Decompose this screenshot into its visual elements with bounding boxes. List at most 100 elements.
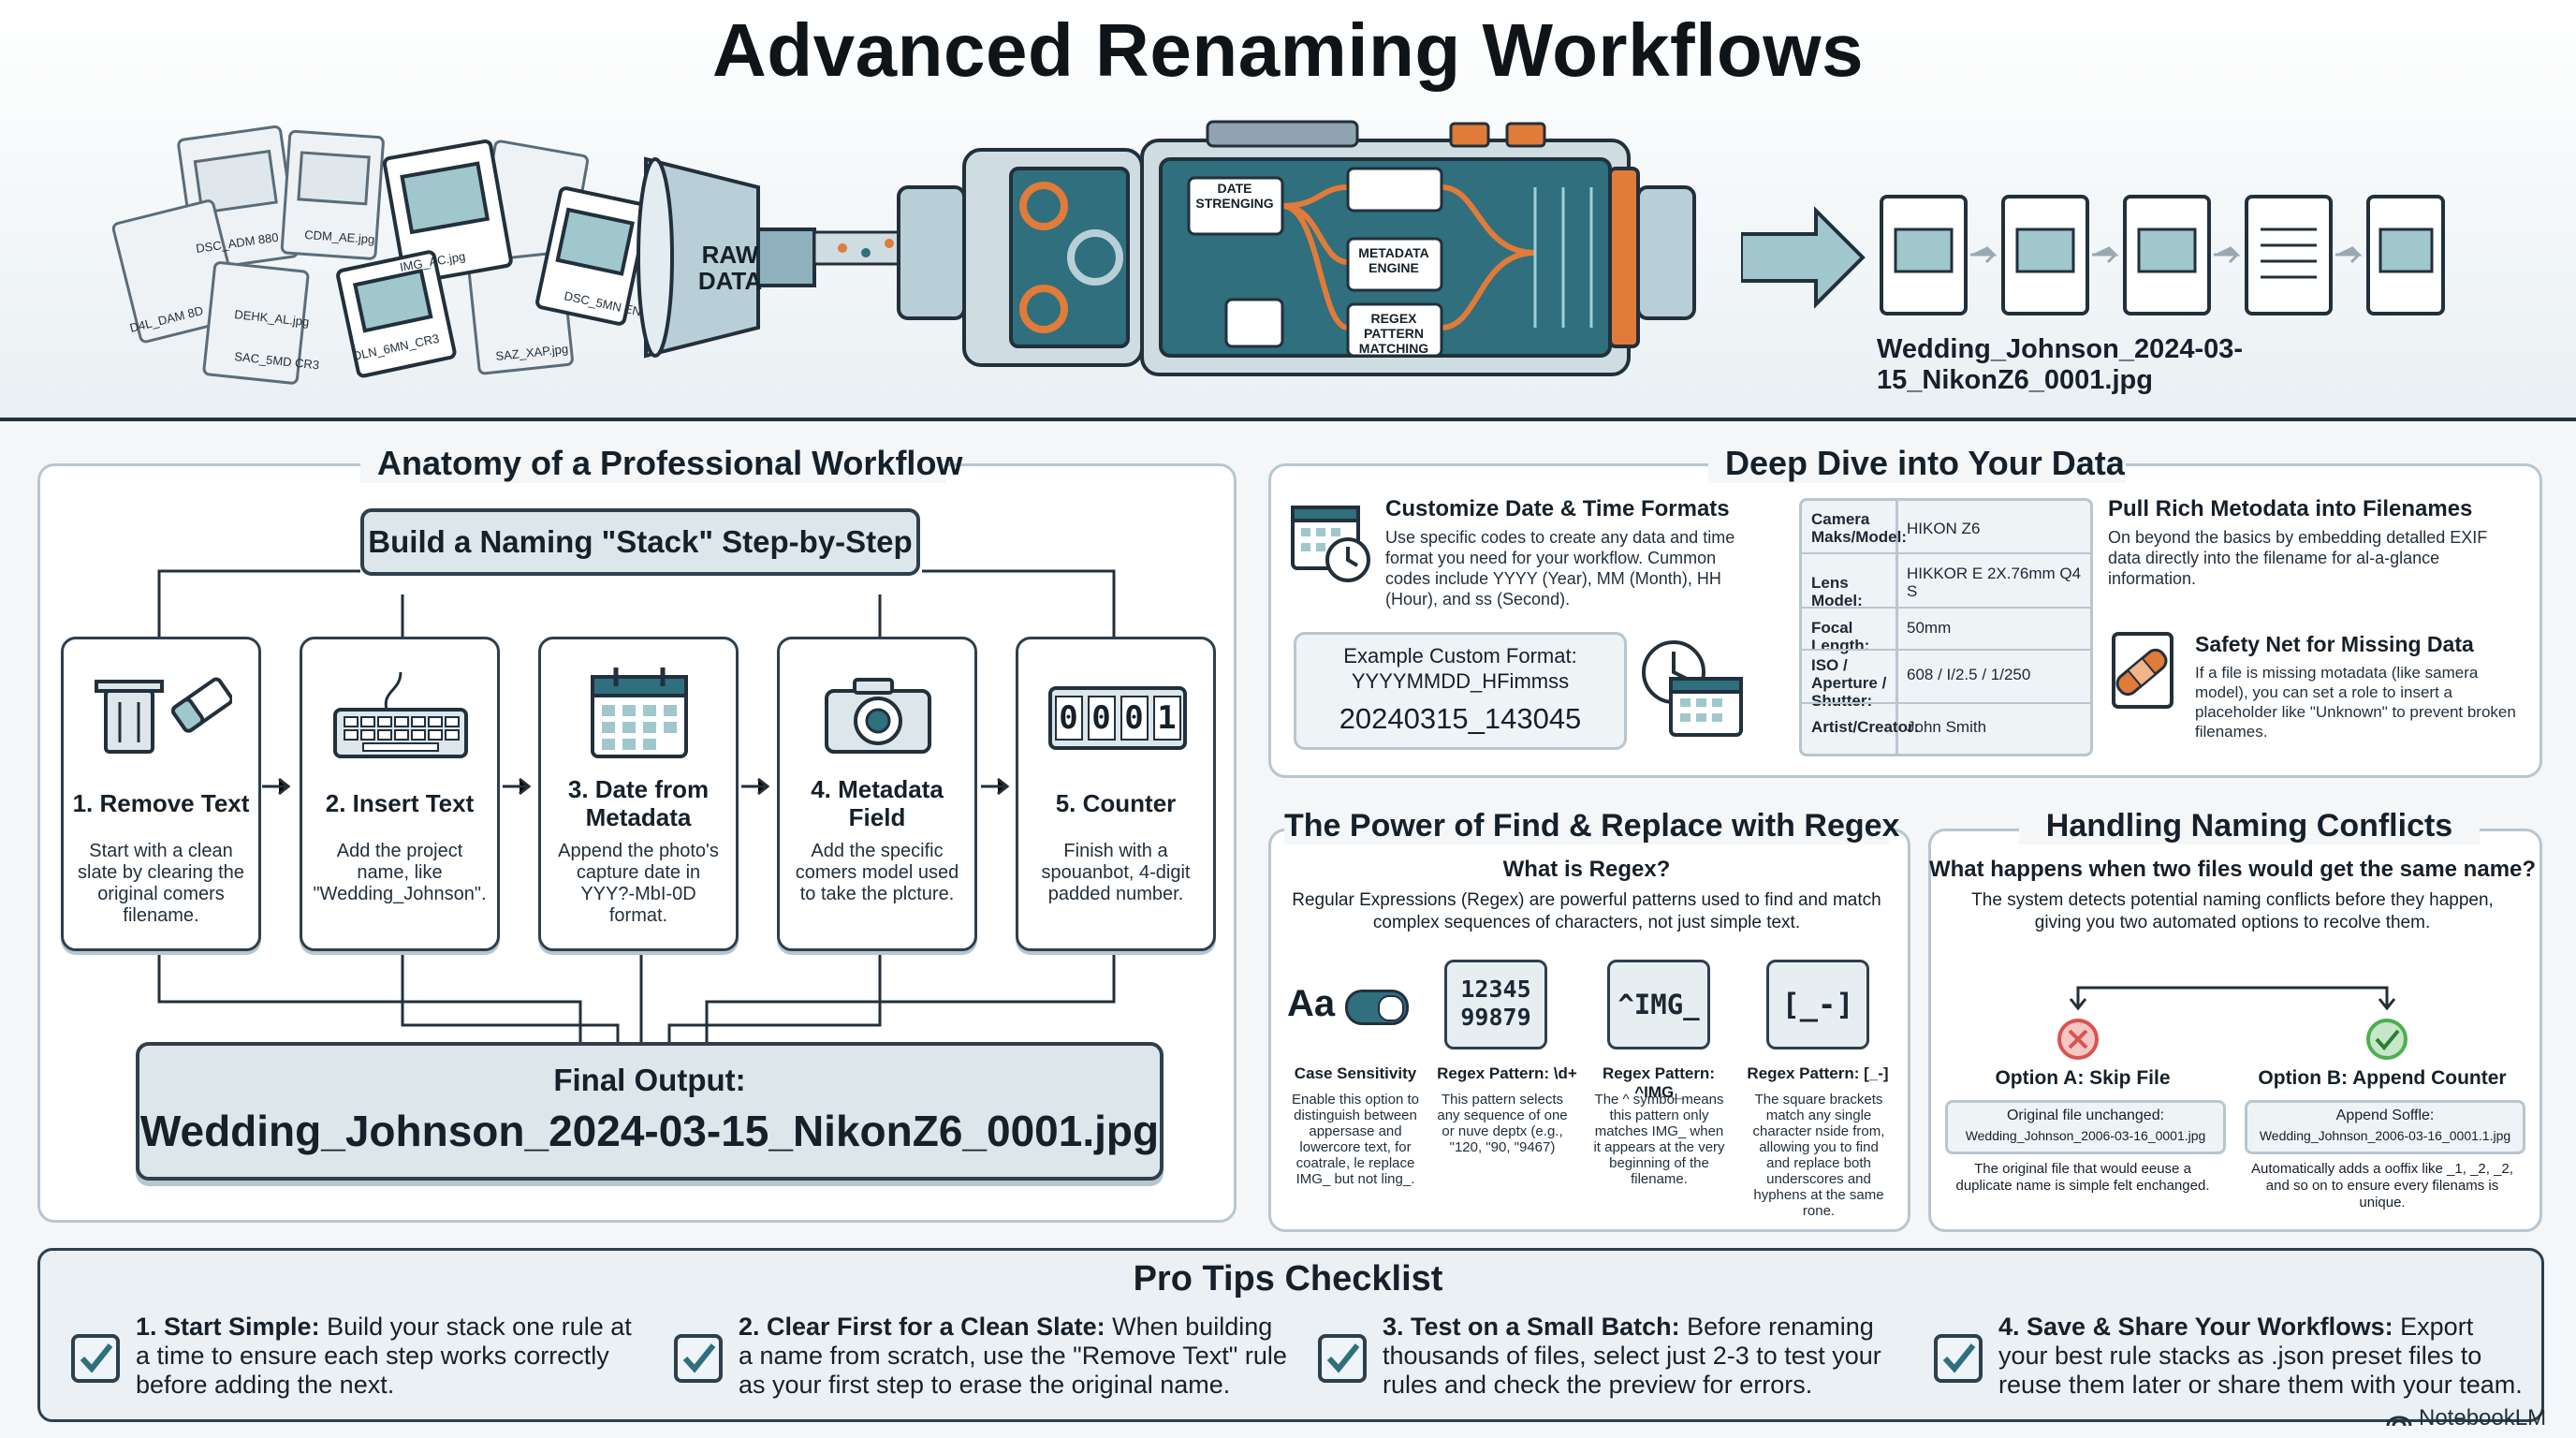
bandaged-file-icon [2112, 632, 2174, 709]
option-a-box: Original file unchanged: Wedding_Johnson… [1945, 1100, 2226, 1154]
calendar-clock-icon [1291, 506, 1370, 582]
example-format-box: Example Custom Format: YYYYMMDD_HFimmss … [1294, 632, 1627, 750]
final-output-box: Final Output: Wedding_Johnson_2024-03-15… [136, 1042, 1164, 1181]
tip-item: 4. Save & Share Your Workflows: Export y… [1998, 1313, 2523, 1399]
step-title: 2. Insert Text [325, 789, 475, 817]
tip-item: 2. Clear First for a Clean Slate: When b… [739, 1313, 1287, 1399]
tip-item: 3. Test on a Small Batch: Before renamin… [1383, 1313, 1881, 1399]
counter-digit: 0 [1120, 696, 1149, 741]
regex-intro: Regular Expressions (Regex) are powerful… [1292, 890, 1881, 932]
metadata-key: Lens Model: [1811, 574, 1863, 609]
workflow-connectors [157, 569, 1116, 1044]
checkbox-icon [71, 1334, 120, 1383]
conflict-branch-arrows [2057, 986, 2408, 1060]
metadata-value: HIKKOR E 2X.76mm Q4 S [1907, 565, 2082, 600]
option-b-box-label: Append Soffle: [2335, 1108, 2435, 1123]
metadata-value: John Smith [1907, 718, 1987, 736]
safety-net-title: Safety Net for Missing Data [2195, 632, 2474, 656]
metadata-key: Artist/Creator: [1811, 718, 1920, 736]
option-b-title: Option B: Append Counter [2258, 1067, 2507, 1089]
date-formats-title: Customize Date & Time Formats [1385, 496, 1730, 521]
funnel-icon [637, 156, 816, 359]
step-title: 5. Counter [1055, 789, 1177, 817]
regex-item-label: Case Sensitivity [1294, 1064, 1417, 1082]
option-a-desc: The original file that would eeuse a dup… [1955, 1161, 2210, 1194]
option-a-box-value: Wedding_Johnson_2006-03-16_0001.jpg [1965, 1128, 2206, 1143]
option-a-title: Option A: Skip File [1995, 1067, 2171, 1089]
regex-item-desc: The ^ symbol means this pattern only mat… [1593, 1092, 1725, 1187]
conflicts-intro: The system detects potential naming conf… [1971, 890, 2494, 932]
example-format-label: Example Custom Format: [1343, 644, 1577, 668]
conflicts-panel [1928, 829, 2542, 1232]
example-format-code: YYYYMMDD_HFimmss [1351, 669, 1570, 693]
metadata-key: Camera Maks/Model: [1811, 510, 1908, 546]
step-desc: Finish with a spouanbot, 4-digit padded … [1041, 841, 1191, 904]
machine-label-metadata: METADATA ENGINE [1358, 245, 1429, 275]
step-title: 3. Date from Metadata [567, 775, 710, 831]
metadata-value: 50mm [1907, 619, 1952, 637]
final-output-value: Wedding_Johnson_2024-03-15_NikonZ6_0001.… [139, 1107, 1160, 1155]
calendar-icon [591, 668, 688, 758]
data-dive-section-title: Deep Dive into Your Data [1708, 444, 2126, 483]
machine-label-date: DATE STRENGING [1195, 181, 1274, 211]
checkbox-icon [674, 1334, 723, 1383]
counter-icon: 0 0 0 1 [1048, 686, 1187, 750]
check-mark-icon [2366, 1019, 2408, 1060]
step-desc: Start with a clean slate by clearing the… [78, 841, 244, 926]
step-card-remove-text: 1. Remove Text Start with a clean slate … [61, 637, 261, 951]
workflow-section-title: Anatomy of a Professional Workflow [360, 444, 962, 483]
tip-item: 1. Start Simple: Build your stack one ru… [136, 1313, 632, 1399]
tips-panel [37, 1248, 2544, 1422]
tips-section-title: Pro Tips Checklist [1133, 1259, 1443, 1299]
output-filename: Wedding_Johnson_2024-03-15_NikonZ6_0001.… [1877, 334, 2244, 395]
metadata-key: ISO / Aperture / Shutter: [1811, 656, 1887, 710]
regex-item-desc: Enable this option to distinguish betwee… [1292, 1092, 1419, 1187]
example-format-value: 20240315_143045 [1339, 702, 1582, 735]
funnel-label: RAW DATA [697, 241, 763, 295]
checkbox-icon [1934, 1334, 1983, 1383]
page-title: Advanced Renaming Workflows [711, 8, 1865, 92]
safety-net-desc: If a file is missing motadata (like same… [2195, 664, 2516, 741]
regex-item-desc: This pattern selects any sequence of one… [1437, 1092, 1568, 1155]
regex-item-label: Regex Pattern: [_-] [1747, 1064, 1889, 1082]
checkbox-icon [1318, 1334, 1367, 1383]
case-tile-text: Aa [1287, 983, 1336, 1024]
step-card-counter: 0 0 0 1 5. Counter Finish with a spouanb… [1016, 637, 1216, 951]
notebooklm-watermark: NotebookLM [2385, 1401, 2572, 1435]
clock-calendar-icon [1642, 640, 1743, 737]
keyboard-icon [333, 671, 468, 758]
final-output-label: Final Output: [553, 1063, 746, 1097]
counter-digit: 0 [1087, 696, 1116, 741]
counter-digit: 0 [1054, 696, 1083, 741]
caret-img-tile: ^IMG_ [1607, 960, 1710, 1049]
digits-tile: 12345 99879 [1444, 960, 1547, 1049]
step-desc: Add the project name, like "Wedding_John… [313, 841, 487, 904]
trash-eraser-icon [95, 677, 232, 754]
step-title: 4. Metadata Field [811, 775, 944, 831]
bracket-tile: [_-] [1766, 960, 1869, 1049]
conflicts-section-title: Handling Naming Conflicts [2019, 808, 2480, 844]
date-formats-desc: Use specific codes to create any data an… [1385, 528, 1735, 609]
metadata-table: Camera Maks/Model: HIKON Z6 Lens Model: … [1799, 498, 2093, 756]
regex-item-label: Regex Pattern: ^IMG_ [1603, 1064, 1715, 1101]
file-label: CDM_AE.jpg [304, 227, 375, 246]
case-sensitivity-toggle: Aa [1287, 969, 1418, 1044]
conflicts-question: What happens when two files would get th… [1928, 857, 2537, 882]
output-files-illustration [1741, 195, 2445, 315]
option-b-box: Append Soffle: Wedding_Johnson_2006-03-1… [2245, 1100, 2525, 1154]
toggle-switch [1345, 990, 1409, 1025]
rich-metadata-desc: On beyond the basics by embedding detall… [2108, 528, 2488, 588]
metadata-value: 608 / I/2.5 / 1/250 [1907, 666, 2031, 683]
regex-subtitle: What is Regex? [1502, 857, 1671, 882]
step-card-insert-text: 2. Insert Text Add the project name, lik… [300, 637, 500, 951]
machine-label-regex: REGEX PATTERN MATCHING [1358, 311, 1429, 356]
stack-title: Build a Naming "Stack" Step-by-Step [360, 508, 920, 576]
option-a-box-label: Original file unchanged: [2006, 1108, 2165, 1123]
step-desc: Append the photo's capture date in YYY?-… [558, 841, 719, 926]
counter-digit: 1 [1152, 696, 1181, 741]
camera-icon [825, 678, 931, 754]
step-desc: Add the specific comers model used to ta… [795, 841, 959, 904]
notebooklm-logo-icon [2386, 1416, 2412, 1427]
option-b-desc: Automatically adds a ooffix like _1, _2,… [2251, 1161, 2513, 1211]
metadata-value: HIKON Z6 [1907, 520, 1981, 537]
